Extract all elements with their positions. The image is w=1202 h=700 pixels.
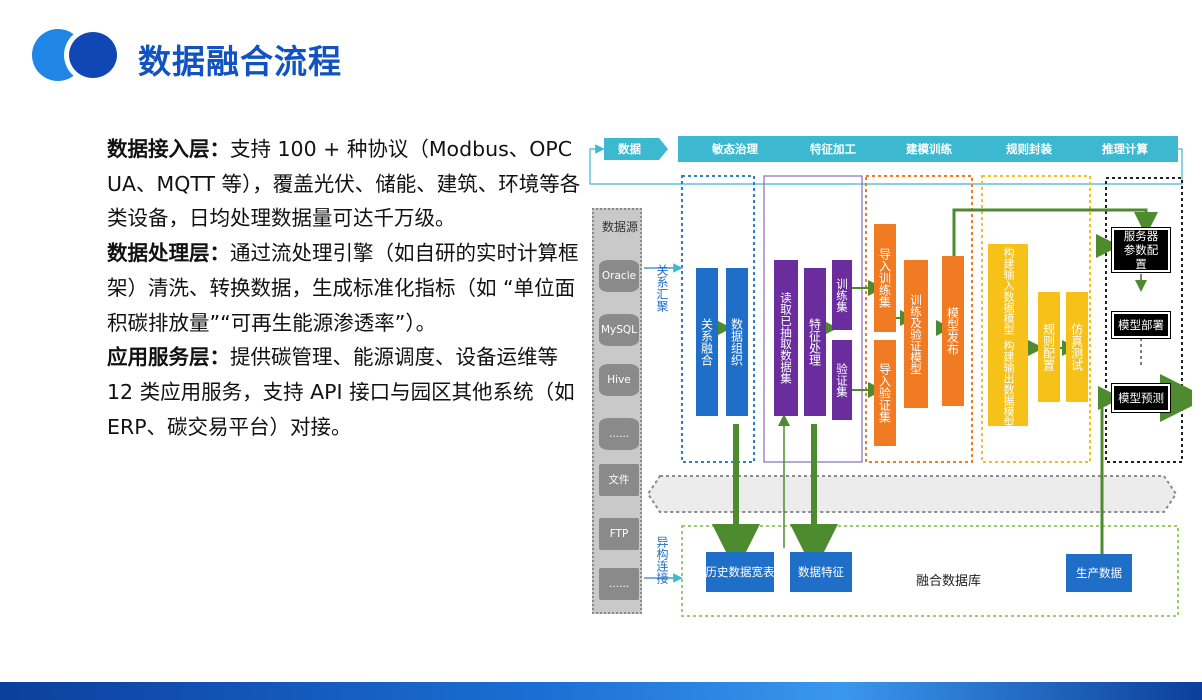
footer-bar: [0, 682, 1202, 700]
stage-5: 推理计算: [1102, 142, 1148, 156]
fusion-flow-diagram: 数据 敏态治理 特征加工 建模训练 规则封装 推理计算 数据源 Oracle M…: [586, 128, 1192, 624]
model-deploy-box: 模型部署: [1111, 311, 1171, 339]
source-hive: Hive: [599, 364, 639, 396]
relation-fusion-label: 关系融合: [699, 318, 714, 366]
sim-test-box: 仿真测试: [1066, 292, 1088, 402]
production-data-box: 生产数据: [1066, 554, 1132, 592]
layer3-body: 提供碳管理、能源调度、设备运维等 12 类应用服务，支持 API 接口与园区其他…: [107, 345, 575, 439]
data-organize-box: 数据组织: [726, 268, 748, 416]
build-output-model-box: 构建输出数据模型: [988, 338, 1028, 428]
logo-icon: [32, 27, 128, 83]
data-feature-box: 数据特征: [790, 552, 852, 592]
stage-4: 规则封装: [1006, 142, 1052, 156]
rule-config-label: 规则配置: [1041, 323, 1056, 371]
sim-test-label: 仿真测试: [1069, 323, 1084, 371]
verify-set-box: 验证集: [832, 340, 852, 420]
train-set-label: 训练集: [835, 277, 849, 313]
layer1-heading: 数据接入层：: [107, 137, 230, 161]
import-verify-box: 导入验证集: [874, 340, 896, 446]
source-more-1: ......: [599, 418, 639, 450]
import-verify-label: 导入验证集: [877, 363, 892, 423]
layer1-body: 支持 100 + 种协议（Modbus、OPC UA、MQTT 等），覆盖光伏、…: [107, 137, 581, 231]
read-extract-box: 读取已抽取数据集: [774, 260, 798, 416]
layer2-paragraph: 数据处理层：通过流处理引擎（如自研的实时计算框架）清洗、转换数据，生成标准化指标…: [107, 236, 587, 340]
source-mysql: MySQL: [599, 314, 639, 346]
description-text: 数据接入层：支持 100 + 种协议（Modbus、OPC UA、MQTT 等）…: [107, 132, 587, 444]
data-source-title: 数据源: [602, 220, 639, 234]
verify-set-label: 验证集: [835, 362, 849, 398]
build-output-model-label: 构建输出数据模型: [1002, 340, 1015, 428]
server-config-box: 服务器参数配置: [1111, 227, 1171, 273]
layer1-paragraph: 数据接入层：支持 100 + 种协议（Modbus、OPC UA、MQTT 等）…: [107, 132, 587, 236]
model-predict-box: 模型预测: [1111, 383, 1171, 413]
stage-bar: [678, 136, 1178, 162]
data-organize-label: 数据组织: [729, 318, 744, 366]
diagram-connectors: [589, 144, 1192, 617]
import-train-box: 导入训练集: [874, 224, 896, 332]
relation-collect-label: 关系汇聚: [655, 264, 669, 312]
layer2-heading: 数据处理层：: [107, 241, 230, 266]
build-input-model-box: 构建输入数据模型: [988, 244, 1028, 340]
layer3-heading: 应用服务层：: [107, 345, 230, 370]
build-input-model-label: 构建输入数据模型: [1002, 247, 1015, 335]
history-table-box: 历史数据宽表: [706, 552, 775, 592]
stage-1: 敏态治理: [712, 142, 758, 156]
model-publish-label: 模型发布: [945, 307, 960, 355]
source-file: 文件: [599, 464, 639, 496]
stage-2: 特征加工: [810, 142, 856, 156]
read-extract-label: 读取已抽取数据集: [779, 292, 793, 384]
train-set-box: 训练集: [832, 260, 852, 330]
data-tab: 数据: [604, 138, 668, 160]
fusion-db-label: 融合数据库: [916, 574, 982, 589]
feature-process-label: 特征处理: [807, 318, 822, 366]
rule-config-box: 规则配置: [1038, 292, 1060, 402]
source-more-2: ......: [599, 568, 639, 600]
train-verify-model-box: 训练及验证模型: [904, 260, 928, 408]
page-title: 数据融合流程: [138, 42, 342, 81]
source-oracle: Oracle: [599, 260, 639, 292]
hetero-link-label: 异构连接: [655, 536, 669, 584]
source-ftp: FTP: [599, 518, 639, 550]
feature-process-box: 特征处理: [804, 268, 826, 416]
model-publish-box: 模型发布: [942, 256, 964, 406]
stage-3: 建模训练: [906, 142, 952, 156]
layer2-body: 通过流处理引擎（如自研的实时计算框架）清洗、转换数据，生成标准化指标（如 “单位…: [107, 241, 579, 335]
train-verify-model-label: 训练及验证模型: [909, 293, 923, 375]
layer3-paragraph: 应用服务层：提供碳管理、能源调度、设备运维等 12 类应用服务，支持 API 接…: [107, 340, 587, 444]
relation-fusion-box: 关系融合: [696, 268, 718, 416]
import-train-label: 导入训练集: [877, 248, 892, 308]
